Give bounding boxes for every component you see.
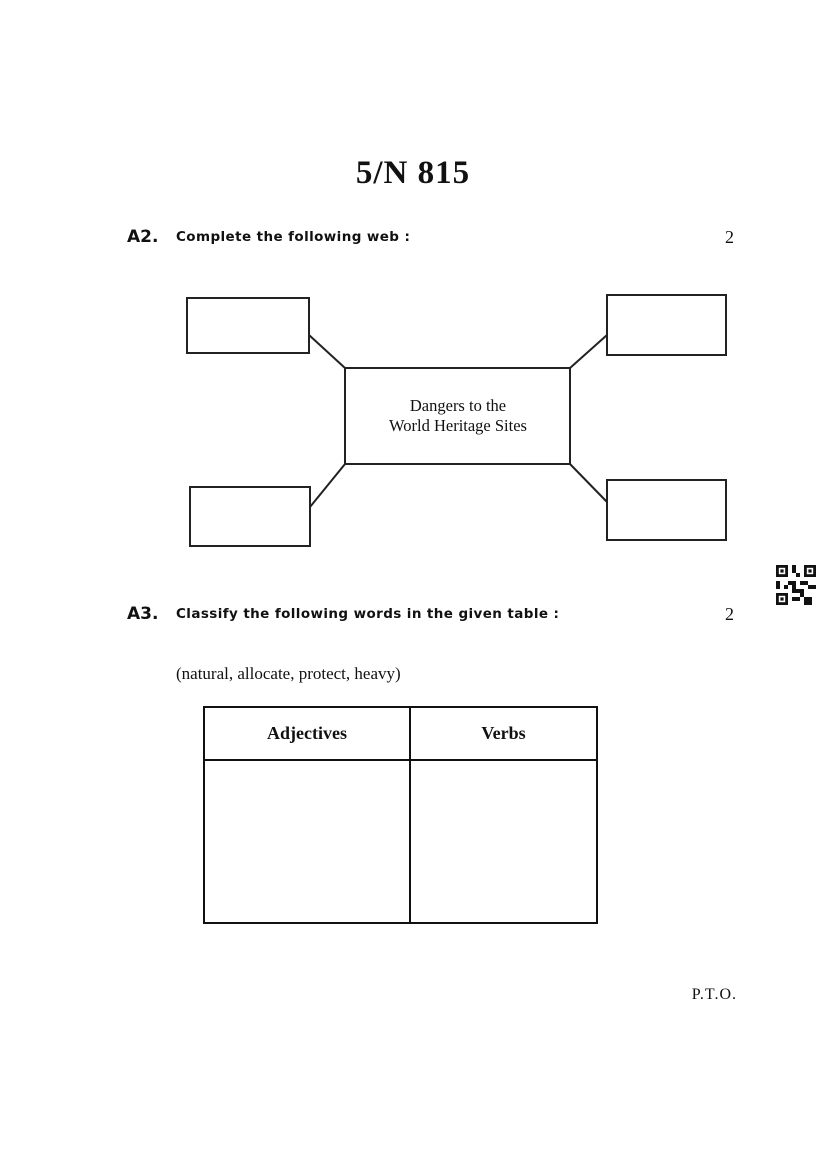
- connector-line: [308, 334, 346, 369]
- classification-table: Adjectives Verbs: [203, 706, 598, 924]
- question-text-a2: Complete the following web :: [176, 229, 411, 245]
- web-diagram: [186, 294, 727, 547]
- connector-line: [569, 334, 608, 369]
- paper-code: 5/N 815: [355, 155, 471, 191]
- web-center-line-2: World Heritage Sites: [389, 416, 527, 435]
- header-adjectives: Adjectives: [203, 706, 411, 761]
- web-center-line-1: Dangers to the: [409, 396, 507, 415]
- question-number-a3: A3.: [127, 604, 159, 624]
- web-box-bottom-right[interactable]: [606, 479, 727, 541]
- marks-a2: 2: [725, 227, 734, 247]
- web-box-bottom-left[interactable]: [189, 486, 311, 547]
- cell-verbs[interactable]: [409, 759, 598, 924]
- word-list: (natural, allocate, protect, heavy): [176, 664, 401, 683]
- connector-line: [309, 463, 346, 508]
- web-center-label: Dangers to the World Heritage Sites: [345, 396, 571, 436]
- question-number-a2: A2.: [127, 227, 159, 247]
- pto-label: P.T.O.: [691, 986, 737, 1003]
- qr-code: [776, 565, 816, 605]
- web-center-box: [344, 367, 571, 465]
- question-text-a3: Classify the following words in the give…: [176, 606, 560, 622]
- cell-adjectives[interactable]: [203, 759, 411, 924]
- connector-line: [569, 463, 608, 503]
- web-box-top-right[interactable]: [606, 294, 727, 356]
- web-box-top-left[interactable]: [186, 297, 310, 354]
- marks-a3: 2: [725, 604, 734, 624]
- header-verbs: Verbs: [409, 706, 598, 761]
